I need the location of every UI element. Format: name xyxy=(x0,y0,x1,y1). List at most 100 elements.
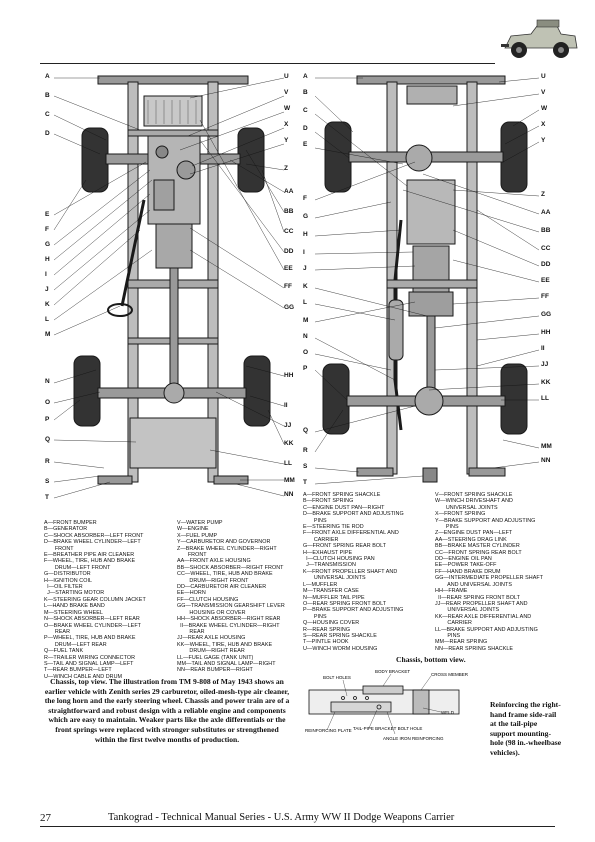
legend-entry: LL—BRAKE SUPPORT AND ADJUSTING xyxy=(435,626,538,633)
right-callout-bb: BB xyxy=(541,227,551,234)
right-callout-g: G xyxy=(303,213,309,220)
left-callout-dd: DD xyxy=(284,248,294,255)
right-callout-z: Z xyxy=(541,191,545,198)
right-callout-c: C xyxy=(303,107,308,114)
legend-entry: Q—FUEL TANK xyxy=(44,648,84,655)
left-callout-bb: BB xyxy=(284,208,294,215)
legend-entry: Y—BRAKE SUPPORT AND ADJUSTING xyxy=(435,517,536,524)
page-number: 27 xyxy=(40,812,51,824)
left-callout-u: U xyxy=(284,73,289,80)
legend-entry: FF—CLUTCH HOUSING xyxy=(177,596,239,603)
legend-entry: CARRIER xyxy=(303,536,339,543)
right-callout-f: F xyxy=(303,195,307,202)
legend-entry: EE—HORN xyxy=(177,590,206,597)
legend-entry: REAR xyxy=(177,628,205,635)
left-callout-f: F xyxy=(45,226,49,233)
legend-entry: B—FRONT SPRING xyxy=(303,498,354,505)
label-reinforcing-plate: REINFORCING PLATE xyxy=(305,728,352,733)
legend-entry: F—WHEEL, TIRE, HUB AND BRAKE xyxy=(44,558,136,565)
legend-entry: J—TRANSMISSION xyxy=(303,562,356,569)
legend-entry: REAR xyxy=(44,628,71,635)
right-callout-i: I xyxy=(303,249,305,256)
caption-right: Reinforcing the right-hand frame side-ra… xyxy=(490,700,562,757)
legend-entry: UNIVERSAL JOINTS xyxy=(435,504,498,511)
right-callout-nn: NN xyxy=(541,457,551,464)
legend-entry: O—REAR SPRING FRONT BOLT xyxy=(303,600,387,607)
legend-entry: M—STEERING WHEEL xyxy=(44,609,103,616)
legend-entry: C—ENGINE DUST PAN—RIGHT xyxy=(303,504,385,511)
legend-entry: LL—FUEL GAGE (TANK UNIT) xyxy=(177,654,254,661)
label-angle-iron: ANGLE IRON REINFORCING xyxy=(383,736,444,741)
right-callout-u: U xyxy=(541,73,546,80)
left-callout-e: E xyxy=(45,211,50,218)
legend-entry: MM—TAIL AND SIGNAL LAMP—RIGHT xyxy=(177,660,276,667)
legend-entry: CARRIER xyxy=(435,620,472,627)
left-callout-w: W xyxy=(284,105,291,112)
left-callout-ll: LL xyxy=(284,460,292,467)
left-callout-h: H xyxy=(45,256,50,263)
legend-entry: E—STEERING TIE ROD xyxy=(303,524,364,531)
legend-entry: UNIVERSAL JOINTS xyxy=(303,575,366,582)
legend-entry: Y—CARBURETOR AND GOVERNOR xyxy=(177,539,271,546)
legend-entry: D—BRAKE WHEEL CYLINDER—LEFT xyxy=(44,539,141,546)
left-callout-o: O xyxy=(45,399,51,406)
right-callout-aa: AA xyxy=(541,209,551,216)
legend-entry: PINS xyxy=(435,524,459,531)
legend-entry: I—OIL FILTER xyxy=(44,584,83,591)
left-callout-d: D xyxy=(45,130,50,137)
legend-entry: P—WHEEL, TIRE, HUB AND BRAKE xyxy=(44,635,136,642)
left-callout-kk: KK xyxy=(284,440,294,447)
right-callout-ll: LL xyxy=(541,395,549,402)
legend-entry: GG—TRANSMISSION GEARSHIFT LEVER xyxy=(177,603,285,610)
legend-entry: X—FUEL PUMP xyxy=(177,532,218,539)
right-callout-q: Q xyxy=(303,427,309,434)
header-rule xyxy=(40,63,495,64)
legend-entry: NN—REAR SPRING SHACKLE xyxy=(435,645,514,652)
left-callout-n: N xyxy=(45,378,50,385)
bottom-view-subtitle: Chassis, bottom view. xyxy=(396,655,466,664)
legend-entry: FF—HAND BRAKE DRUM xyxy=(435,568,501,575)
legend-entry: M—TRANSFER CASE xyxy=(303,588,359,595)
right-callout-ff: FF xyxy=(541,293,549,300)
legend-entry: FRONT xyxy=(177,552,207,559)
left-callout-c: C xyxy=(45,111,50,118)
left-callout-l: L xyxy=(45,316,49,323)
left-callout-v: V xyxy=(284,89,289,96)
legend-entry: A—FRONT SPRING SHACKLE xyxy=(303,492,381,498)
legend-entry: EE—POWER TAKE-OFF xyxy=(435,562,497,569)
legend-entry: DD—CARBURETOR AIR CLEANER xyxy=(177,584,267,591)
right-callout-dd: DD xyxy=(541,261,551,268)
legend-entry: HH—SHOCK ABSORBER—RIGHT REAR xyxy=(177,616,281,623)
legend-entry: W—WINCH DRIVESHAFT AND xyxy=(435,498,513,505)
left-callout-r: R xyxy=(45,458,50,465)
right-callout-kk: KK xyxy=(541,379,551,386)
legend-entry: T—PINTLE HOOK xyxy=(303,639,349,646)
legend-entry: AND UNIVERSAL JOINTS xyxy=(435,581,512,588)
label-tail-pipe-bracket: TAIL-PIPE BRACKET BOLT HOLE xyxy=(353,726,422,731)
legend-entry: H—EXHAUST PIPE xyxy=(303,549,353,556)
left-callout-nn: NN xyxy=(284,491,294,498)
legend-entry: P—BRAKE SUPPORT AND ADJUSTING xyxy=(303,607,404,614)
legend-entry: L—HAND BRAKE BAND xyxy=(44,603,105,610)
right-callout-e: E xyxy=(303,141,308,148)
legend-entry: DD—ENGINE OIL PAN xyxy=(435,556,492,563)
legend-entry: U—WINCH CABLE AND DRUM xyxy=(44,673,123,680)
legend-entry: R—TRAILER WIRING CONNECTOR xyxy=(44,654,136,661)
legend-entry: B—GENERATOR xyxy=(44,526,88,533)
legend-entry: KK—REAR AXLE DIFFERENTIAL AND xyxy=(435,613,532,620)
label-body-bracket: BODY BRACKET xyxy=(375,669,410,674)
legend-entry: K—FRONT PROPELLER SHAFT AND xyxy=(303,568,398,575)
legend-entry: BB—SHOCK ABSORBER—RIGHT FRONT xyxy=(177,564,284,571)
left-callout-q: Q xyxy=(45,436,51,443)
legend-entry: V—FRONT SPRING SHACKLE xyxy=(435,492,513,498)
legend-entry: BB—BRAKE MASTER CYLINDER xyxy=(435,543,520,550)
right-callout-t: T xyxy=(303,479,307,486)
legend-entry: DRUM—LEFT FRONT xyxy=(44,564,111,571)
right-callout-x: X xyxy=(541,121,546,128)
left-callout-hh: HH xyxy=(284,372,294,379)
legend-entry: C—SHOCK ABSORBER—LEFT FRONT xyxy=(44,532,144,539)
left-callout-jj: JJ xyxy=(284,422,292,429)
label-bolt-holes: BOLT HOLES xyxy=(323,675,351,680)
right-callout-k: K xyxy=(303,283,308,290)
legend-entry: Z—BRAKE WHEEL CYLINDER—RIGHT xyxy=(177,545,277,552)
